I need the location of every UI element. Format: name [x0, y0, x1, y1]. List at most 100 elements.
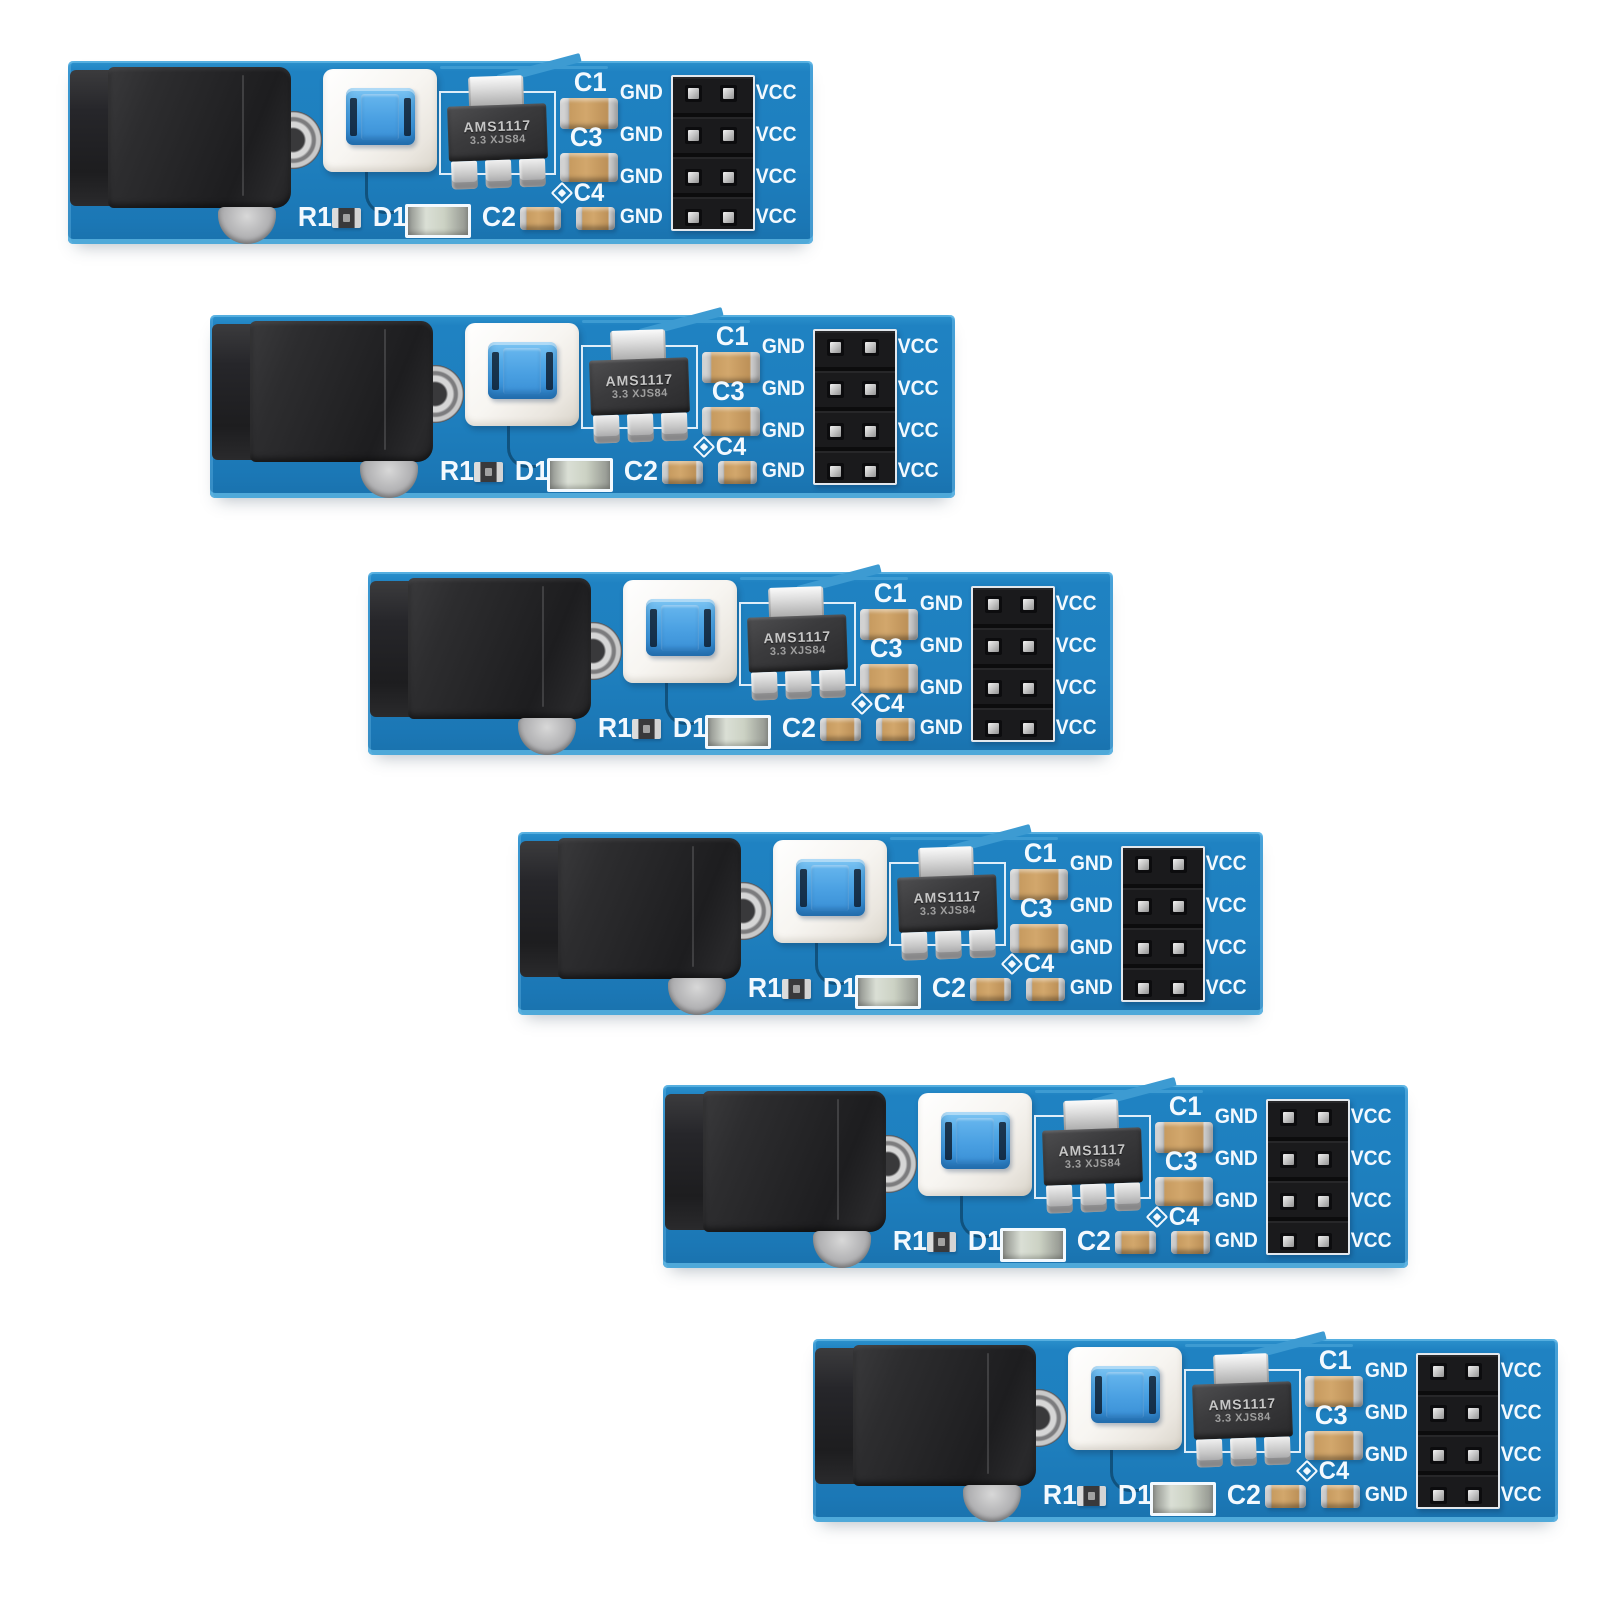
led-d1 — [1000, 1228, 1066, 1262]
label-c4: C4 — [1318, 1457, 1350, 1485]
push-button — [323, 69, 437, 172]
regulator-body: AMS1117 3.3 XJS84 — [747, 614, 848, 673]
pcb-trace-curve — [815, 938, 844, 985]
jack-flange — [212, 324, 256, 460]
push-button-cap — [346, 88, 415, 145]
push-button-plunger — [503, 348, 541, 394]
label-gnd-row2: GND — [619, 123, 663, 146]
header-pin — [1280, 1233, 1297, 1250]
header-pin — [1430, 1405, 1447, 1422]
jack-body — [108, 67, 291, 208]
label-vcc-row2: VCC — [897, 377, 939, 400]
regulator-marking-line1: AMS1117 — [463, 116, 532, 136]
header-pin — [1280, 1193, 1297, 1210]
regulator-leg — [660, 412, 688, 442]
pcb-trace-curve — [665, 678, 694, 725]
label-gnd-row2: GND — [1364, 1401, 1408, 1424]
header-pin — [1170, 980, 1187, 997]
jack-body — [408, 578, 591, 719]
label-gnd-row4: GND — [1214, 1229, 1258, 1252]
capacitor-c2 — [1265, 1485, 1306, 1508]
header-pin — [1170, 856, 1187, 873]
regulator-marking-line2: 3.3 XJS84 — [469, 133, 526, 147]
header-pin — [1280, 1109, 1297, 1126]
header-pin — [985, 596, 1002, 613]
label-vcc-row3: VCC — [1500, 1443, 1542, 1466]
header-pin — [1430, 1447, 1447, 1464]
resistor-r1 — [332, 208, 361, 228]
capacitor-c3 — [560, 153, 618, 182]
capacitor-c2 — [662, 461, 703, 484]
jack-body — [558, 838, 741, 979]
jack-body — [703, 1091, 886, 1232]
pcb-trace-curve — [960, 1191, 989, 1238]
label-c4: C4 — [873, 690, 905, 718]
push-button-plunger — [956, 1118, 994, 1164]
regulator-marking-line2: 3.3 XJS84 — [919, 904, 976, 918]
header-pin — [985, 638, 1002, 655]
label-c1: C1 — [573, 67, 607, 97]
header-pin — [1430, 1487, 1447, 1504]
label-vcc-row1: VCC — [1500, 1359, 1542, 1382]
label-gnd-row1: GND — [761, 335, 805, 358]
label-gnd-row4: GND — [1364, 1483, 1408, 1506]
header-pin — [862, 463, 879, 480]
voltage-regulator: AMS1117 3.3 XJS84 — [1191, 1352, 1295, 1468]
label-vcc-row2: VCC — [1055, 634, 1097, 657]
label-vcc-row2: VCC — [755, 123, 797, 146]
capacitor-c2 — [820, 718, 861, 741]
header-pin — [827, 339, 844, 356]
header-pin — [1020, 720, 1037, 737]
push-button-cap — [796, 859, 865, 916]
dc-barrel-jack — [68, 67, 324, 244]
pcb-module-2: AMS1117 3.3 XJS84 C1 C3 C4 C2 D1 R1 GND … — [210, 307, 955, 498]
regulator-body: AMS1117 3.3 XJS84 — [447, 103, 548, 162]
pin-header — [813, 329, 897, 485]
capacitor-c3 — [1010, 924, 1068, 953]
regulator-body: AMS1117 3.3 XJS84 — [897, 874, 998, 933]
label-d1: D1 — [372, 201, 407, 232]
capacitor-c4 — [876, 718, 915, 741]
voltage-regulator: AMS1117 3.3 XJS84 — [446, 74, 550, 190]
regulator-body: AMS1117 3.3 XJS84 — [589, 357, 690, 416]
regulator-leg — [1263, 1436, 1291, 1466]
header-pin — [1020, 638, 1037, 655]
jack-solder-lug — [963, 1485, 1021, 1522]
label-vcc-row3: VCC — [1055, 676, 1097, 699]
label-vcc-row3: VCC — [755, 165, 797, 188]
header-pin — [1135, 856, 1152, 873]
regulator-marking-line1: AMS1117 — [1208, 1394, 1277, 1414]
pin-header-grooves — [673, 77, 753, 229]
capacitor-c4 — [576, 207, 615, 230]
capacitor-c2 — [1115, 1231, 1156, 1254]
label-d1: D1 — [967, 1225, 1002, 1256]
regulator-leg — [1046, 1184, 1073, 1214]
regulator-leg — [593, 414, 620, 444]
jack-solder-lug — [360, 461, 418, 498]
dc-barrel-jack — [663, 1091, 919, 1268]
regulator-marking-line1: AMS1117 — [1058, 1140, 1127, 1160]
push-button — [623, 580, 737, 683]
header-pin — [720, 85, 737, 102]
regulator-leg — [1229, 1437, 1257, 1467]
resistor-r1 — [782, 979, 811, 999]
jack-flange — [815, 1348, 859, 1484]
regulator-metal-tab — [468, 75, 525, 108]
label-c4: C4 — [1023, 950, 1055, 978]
label-gnd-row1: GND — [1364, 1359, 1408, 1382]
label-vcc-row1: VCC — [1055, 592, 1097, 615]
header-pin — [827, 463, 844, 480]
pin-header-grooves — [1268, 1101, 1348, 1253]
regulator-leg — [901, 931, 928, 961]
pcb-module-5: AMS1117 3.3 XJS84 C1 C3 C4 C2 D1 R1 GND … — [663, 1077, 1408, 1268]
jack-body — [250, 321, 433, 462]
regulator-marking-line1: AMS1117 — [763, 627, 832, 647]
header-pin — [985, 720, 1002, 737]
jack-flange — [370, 581, 414, 717]
label-c3: C3 — [1164, 1146, 1198, 1176]
push-button-plunger — [661, 605, 699, 651]
label-r1: R1 — [747, 972, 782, 1003]
header-pin — [685, 169, 702, 186]
capacitor-c1 — [1155, 1122, 1213, 1153]
label-gnd-row1: GND — [619, 81, 663, 104]
